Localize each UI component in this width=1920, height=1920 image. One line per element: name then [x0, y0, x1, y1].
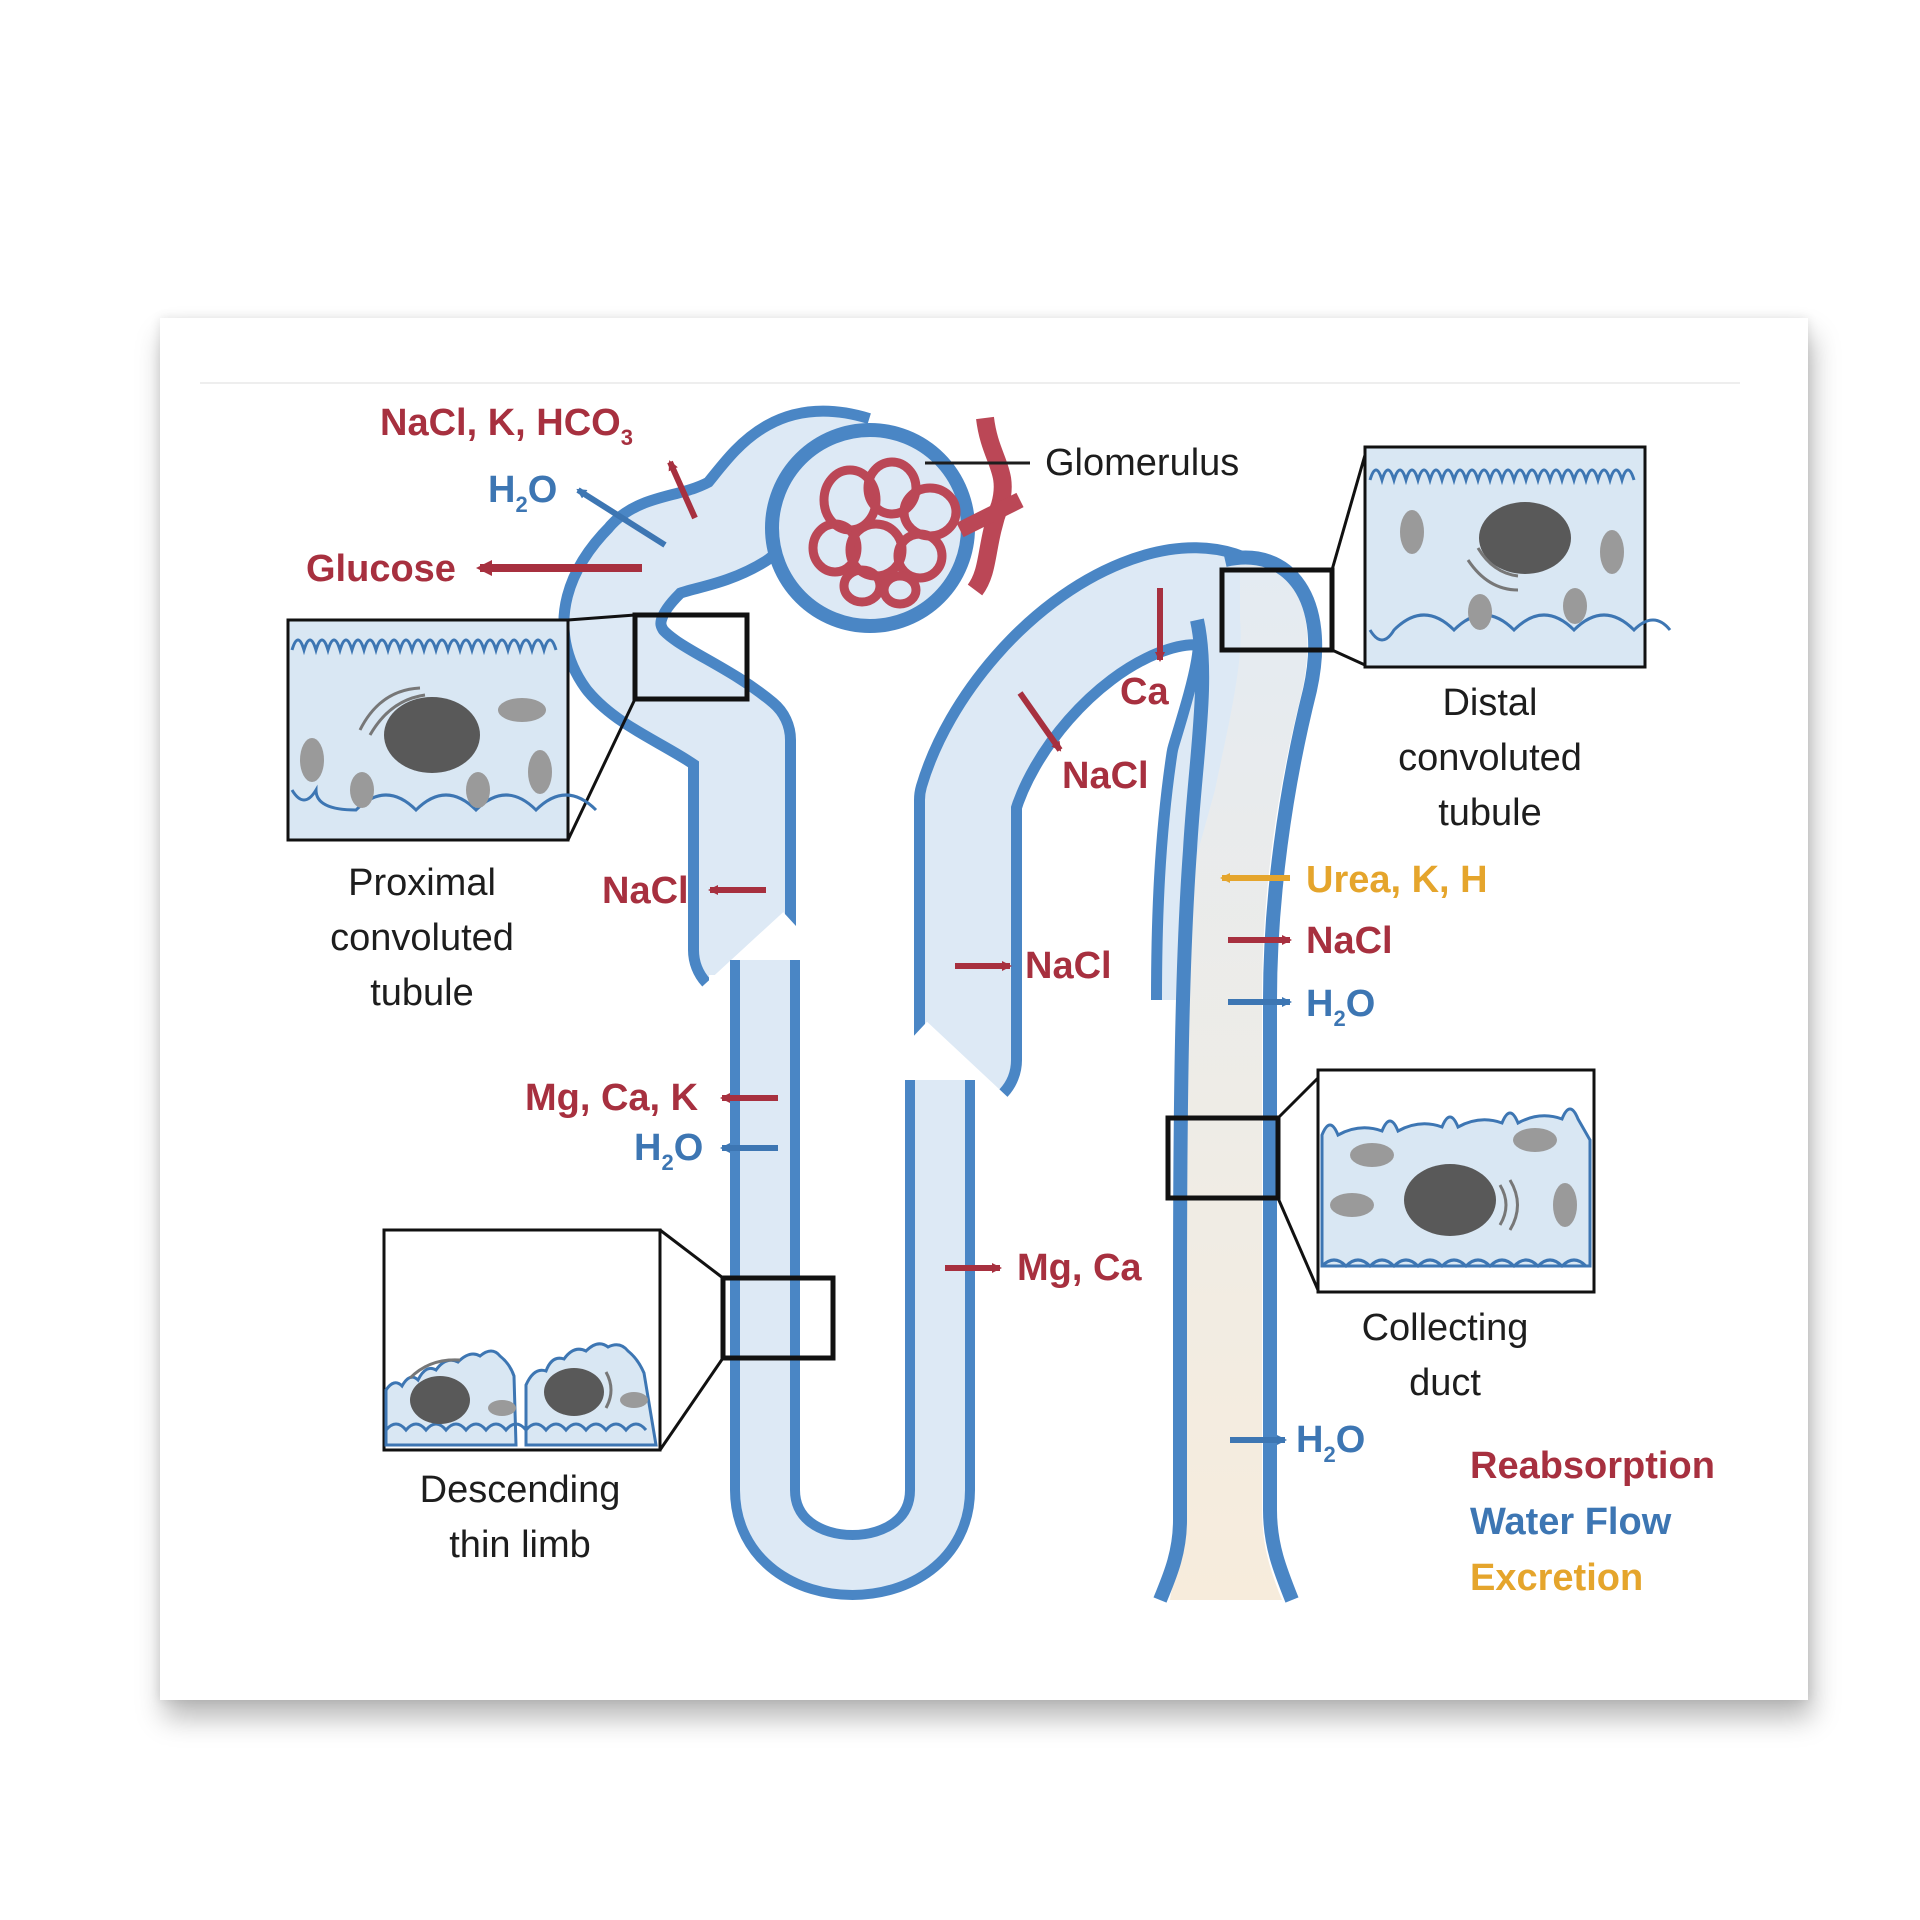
collecting-duct	[1153, 550, 1323, 1603]
tal-mgca-label: Mg, Ca	[1017, 1247, 1142, 1289]
dtl-name-line1: Descending	[420, 1469, 621, 1511]
legend-reabsorption: Reabsorption	[1470, 1445, 1715, 1487]
cd-nacl-label: NaCl	[1306, 920, 1393, 962]
cd-name-line1: Collecting	[1362, 1307, 1529, 1349]
pct-nacl-k-hco3-label: NaCl, K, HCO3	[380, 402, 633, 450]
cd-h2o-lower-label: H2O	[1296, 1419, 1365, 1467]
glomerulus-label: Glomerulus	[1045, 442, 1239, 484]
pct-nacl-arrow	[667, 460, 698, 520]
legend-excretion: Excretion	[1470, 1557, 1643, 1599]
pct-name-line3: tubule	[370, 972, 474, 1014]
inset-cd	[1165, 1068, 1596, 1294]
cd-name-line2: duct	[1409, 1362, 1481, 1404]
dtl-name-line2: thin limb	[449, 1524, 591, 1566]
dct-name-line1: Distal	[1442, 682, 1537, 724]
talb-nacl-arrow	[1017, 691, 1063, 752]
dtl-mgcak-label: Mg, Ca, K	[525, 1077, 699, 1119]
flux-arrows	[476, 460, 1292, 1445]
diagram-labels: Glomerulus NaCl, K, HCO3 H2O Glucose NaC…	[306, 402, 1715, 1599]
dtl-h2o-label: H2O	[634, 1127, 703, 1175]
dct-name-line2: convoluted	[1398, 737, 1582, 779]
pct-h2o-label: H2O	[488, 469, 557, 517]
dct-ca-label: Ca	[1120, 671, 1169, 713]
cd-urea-label: Urea, K, H	[1306, 859, 1488, 901]
pct-name-line2: convoluted	[330, 917, 514, 959]
pct-glucose-label: Glucose	[306, 548, 456, 590]
pct-nacl-lower-label: NaCl	[602, 870, 689, 912]
inset-pct	[286, 612, 750, 842]
talb-nacl-label: NaCl	[1062, 755, 1149, 797]
inset-dtl	[382, 1228, 836, 1452]
pct-name-line1: Proximal	[348, 862, 496, 904]
dct-name-line3: tubule	[1438, 792, 1542, 834]
cd-h2o-label: H2O	[1306, 983, 1375, 1031]
glomerulus-tuft	[808, 416, 1024, 609]
talh-nacl-label: NaCl	[1025, 945, 1112, 987]
pct-h2o-arrow	[576, 487, 667, 548]
thin-limbs	[700, 912, 1009, 1621]
legend-water-flow: Water Flow	[1470, 1501, 1672, 1543]
inset-dct	[1219, 445, 1672, 669]
